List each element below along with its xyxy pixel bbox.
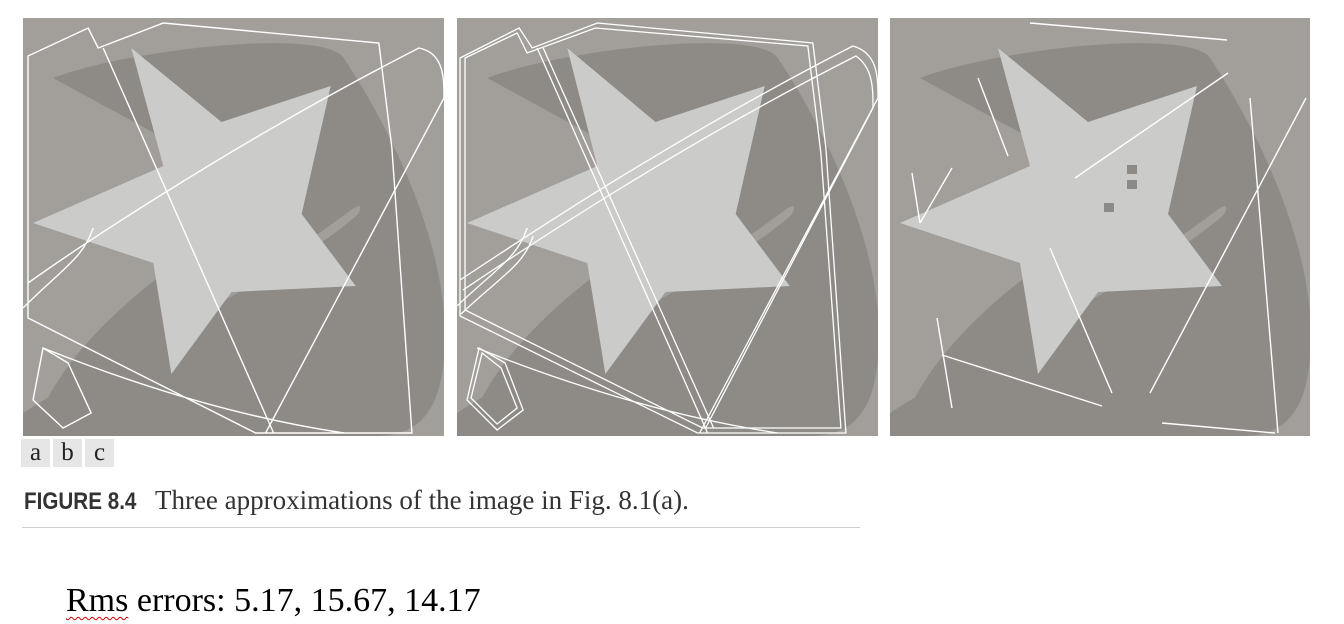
rms-word: Rms bbox=[66, 582, 129, 619]
approximation-panel-c bbox=[890, 18, 1310, 436]
caption-divider bbox=[22, 527, 860, 528]
panel-label-b: b bbox=[53, 439, 82, 467]
rms-errors-note: Rms errors: 5.17, 15.67, 14.17 bbox=[66, 582, 481, 620]
panel-label-a: a bbox=[21, 439, 50, 467]
panel-label-c: c bbox=[85, 439, 114, 467]
approximation-panel-b bbox=[457, 18, 878, 436]
approximation-panel-a bbox=[23, 18, 444, 436]
panel-labels: a b c bbox=[21, 439, 114, 467]
figure-number: FIGURE 8.4 bbox=[24, 488, 137, 515]
figure-caption-text: Three approximations of the image in Fig… bbox=[154, 485, 689, 515]
rms-values: errors: 5.17, 15.67, 14.17 bbox=[128, 582, 481, 619]
figure-caption: FIGURE 8.4 Three approximations of the i… bbox=[24, 485, 689, 516]
